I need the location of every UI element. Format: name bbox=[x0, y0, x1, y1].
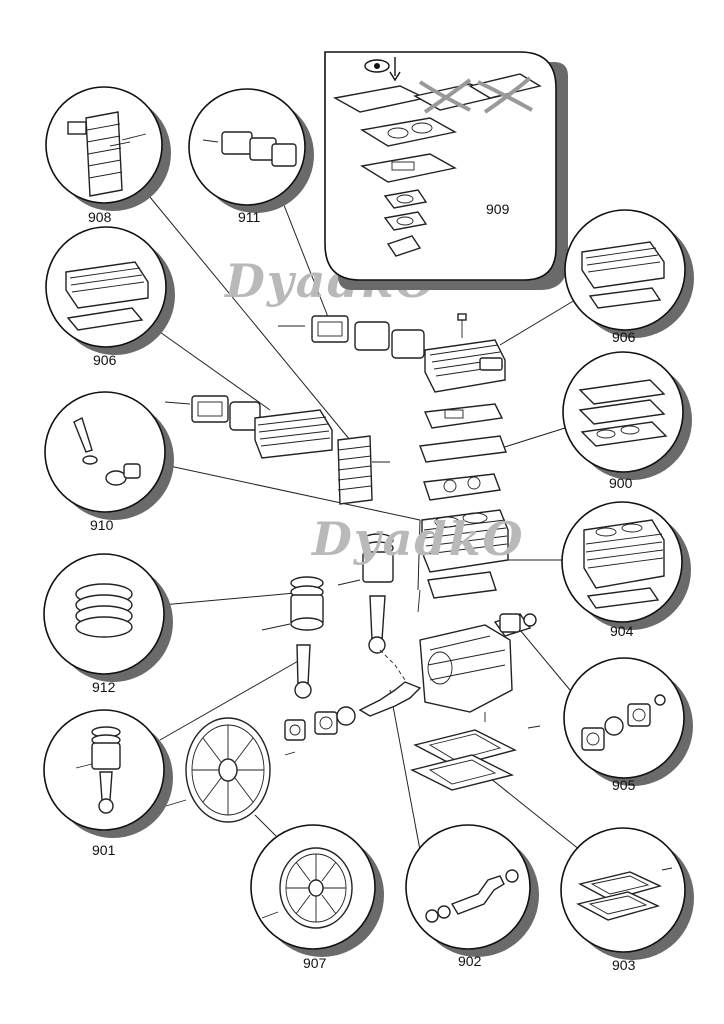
part-number-909: 909 bbox=[486, 201, 510, 217]
callout-907: 907 bbox=[250, 824, 384, 971]
callout-903: 903 bbox=[560, 827, 694, 973]
callout-911: 911 bbox=[188, 88, 314, 225]
part-number-904: 904 bbox=[610, 623, 634, 639]
callout-906-right: 906 bbox=[564, 209, 694, 345]
part-number-902: 902 bbox=[458, 953, 482, 969]
small-fasteners bbox=[284, 589, 541, 756]
part-number-907: 907 bbox=[303, 955, 327, 971]
part-number-901: 901 bbox=[92, 842, 116, 858]
callout-908: 908 bbox=[45, 86, 171, 225]
crankshaft bbox=[358, 649, 422, 717]
callout-905: 905 bbox=[563, 657, 693, 793]
leader-lines bbox=[139, 184, 581, 851]
callout-906-left: 906 bbox=[45, 226, 175, 368]
callout-912: 912 bbox=[43, 553, 173, 695]
flywheel bbox=[165, 717, 271, 823]
part-number-908: 908 bbox=[88, 209, 112, 225]
cylinder-finned-stack bbox=[337, 435, 390, 505]
callout-902: 902 bbox=[405, 824, 539, 969]
part-number-912: 912 bbox=[92, 679, 116, 695]
part-number-900: 900 bbox=[609, 475, 633, 491]
part-number-911: 911 bbox=[238, 209, 261, 225]
callout-904: 904 bbox=[561, 501, 691, 639]
valve-block-upper bbox=[278, 315, 425, 359]
watermark-text: DyadkO bbox=[310, 512, 525, 566]
cylinder-head-right bbox=[424, 339, 506, 393]
part-number-906: 906 bbox=[93, 352, 117, 368]
callout-910: 910 bbox=[44, 391, 174, 533]
piston-assembly bbox=[261, 533, 394, 631]
callout-900: 900 bbox=[562, 351, 692, 491]
eye-icon bbox=[364, 59, 390, 73]
part-number-905: 905 bbox=[612, 777, 636, 793]
cross-out-icon bbox=[418, 76, 533, 114]
connecting-rods bbox=[294, 595, 386, 699]
part-number-906: 906 bbox=[612, 329, 636, 345]
arrow-down-icon bbox=[389, 57, 401, 82]
part-number-903: 903 bbox=[612, 957, 636, 973]
gasket-stack bbox=[419, 403, 507, 501]
part-number-910: 910 bbox=[90, 517, 114, 533]
callout-901: 901 bbox=[43, 709, 173, 858]
center-assembly bbox=[164, 313, 541, 823]
cylinder-block bbox=[421, 509, 509, 599]
valve-block-lower bbox=[164, 395, 333, 459]
bearing-covers bbox=[284, 613, 537, 741]
base-plates bbox=[409, 729, 517, 791]
callout-909: 909 bbox=[324, 51, 568, 290]
